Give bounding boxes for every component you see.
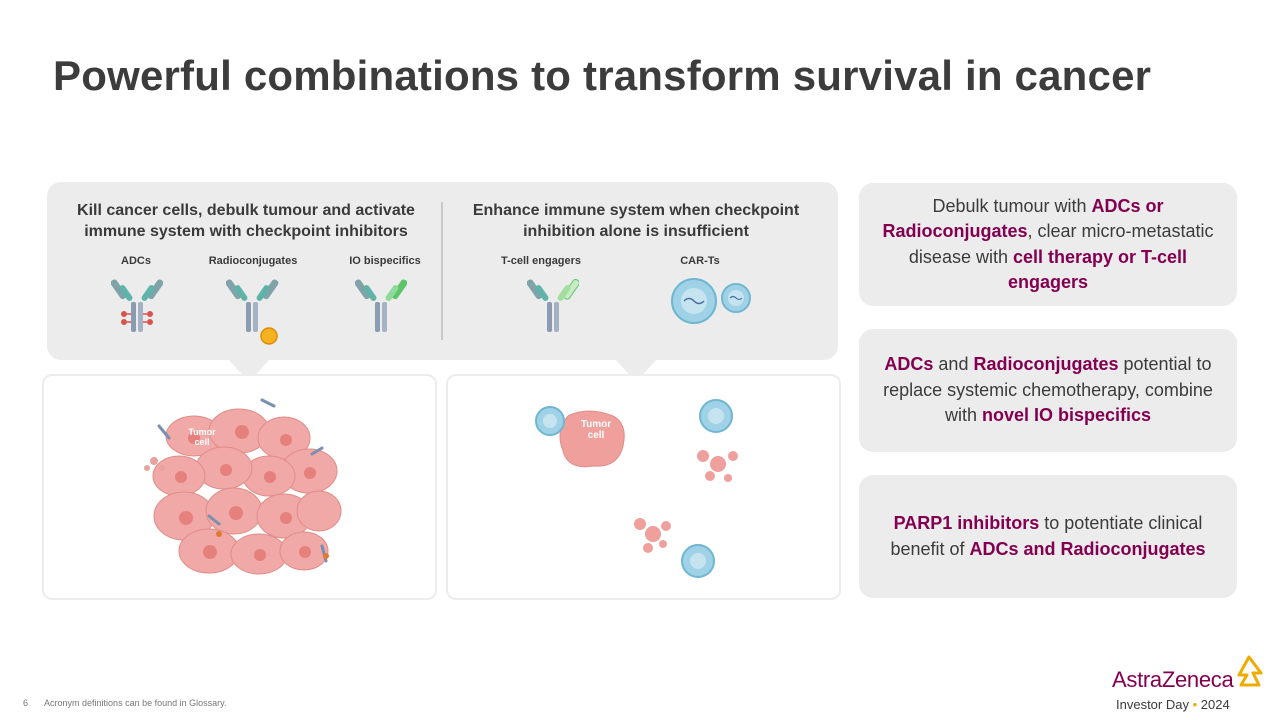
drug-label-t-cell-engagers: T-cell engagers — [500, 255, 582, 267]
astrazeneca-swirl-icon — [1237, 655, 1263, 687]
drug-label-car-ts: CAR-Ts — [680, 255, 720, 267]
body-text: , clear micro-metastatic disease with — [908, 221, 1214, 267]
t-cell-engager-antibody-icon — [527, 278, 579, 332]
strategy-panel-replace-chemo: ADCs and Radioconjugates potential to re… — [859, 329, 1237, 452]
highlight-text: Radioconjugates — [973, 354, 1119, 375]
drug-label-adcs: ADCs — [121, 255, 151, 267]
body-text: and — [933, 354, 974, 375]
year-text: 2024 — [1200, 697, 1230, 712]
highlight-text: ADCs and Radioconjugates — [969, 538, 1206, 559]
highlight-text: novel IO bispecifics — [981, 405, 1152, 426]
radioconjugate-antibody-icon — [226, 279, 279, 345]
footer: 6 Acronym definitions can be found in Gl… — [23, 698, 226, 708]
page-title: Powerful combinations to transform survi… — [53, 52, 1152, 99]
body-text: to potentiate clinical benefit of — [890, 513, 1203, 559]
panel-divider — [441, 202, 443, 340]
tumor-cell-label-2: Tumor cell — [580, 419, 612, 441]
investor-day-text: Investor Day — [1116, 697, 1189, 712]
astrazeneca-logo: AstraZeneca — [1112, 667, 1234, 692]
body-text: Debulk tumour with — [932, 195, 1092, 216]
body-text: potential to replace systemic chemothera… — [883, 354, 1213, 426]
tumor-cell-label: Tumor cell — [188, 427, 216, 447]
investor-day-label: Investor Day • 2024 — [1116, 697, 1230, 712]
highlight-text: ADCs — [884, 354, 934, 375]
highlight-text: cell therapy or T-cell engagers — [1007, 246, 1188, 293]
io-bispecific-antibody-icon — [355, 279, 407, 332]
column-title-kill: Kill cancer cells, debulk tumour and act… — [77, 202, 415, 240]
strategy-panel-parp1: PARP1 inhibitors to potentiate clinical … — [859, 475, 1237, 598]
highlight-text: PARP1 inhibitors — [893, 513, 1040, 533]
separator-dot: • — [1192, 697, 1198, 712]
drug-label-radioconjugates: Radioconjugates — [208, 255, 298, 267]
tumor-cells-graphic — [144, 398, 342, 575]
highlight-text: ADCs or Radioconjugates — [882, 195, 1164, 242]
immune-cells-graphic — [535, 399, 738, 578]
column-title-enhance: Enhance immune system when checkpoint in… — [472, 202, 800, 240]
footer-note: Acronym definitions can be found in Glos… — [44, 698, 227, 708]
drug-label-io-bispecifics: IO bispecifics — [349, 255, 421, 267]
adc-antibody-icon — [111, 279, 163, 332]
strategy-panel-debulk: Debulk tumour with ADCs or Radioconjugat… — [859, 183, 1237, 306]
page-number: 6 — [23, 698, 29, 708]
immune-attack-illustration: Tumor cell — [446, 374, 841, 600]
tumor-mass-illustration: Tumor cell — [42, 374, 437, 600]
car-t-cell-icon — [671, 278, 751, 324]
